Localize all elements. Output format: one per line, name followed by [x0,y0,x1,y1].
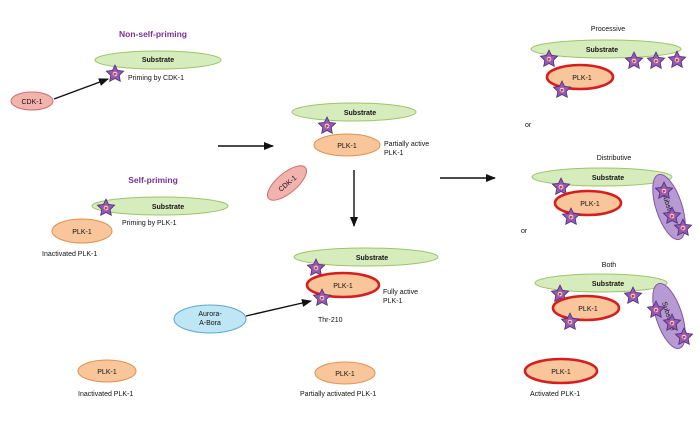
self-priming-title: Self-priming [128,175,178,185]
svg-text:PLK-1: PLK-1 [578,306,598,313]
svg-text:PLK-1: PLK-1 [580,201,600,208]
svg-text:PLK-1: PLK-1 [551,369,571,376]
both-title: Both [602,262,617,269]
cdk1-ellipse: CDK-1 [10,91,54,111]
svg-text:CDK-1: CDK-1 [21,99,42,106]
or-label: or [521,228,528,235]
legend-inactivated-plk1: PLK-1 Inactivated PLK-1 [77,359,137,398]
substrate-ellipse: Substrate [91,196,229,216]
substrate-ellipse: Substrate [293,247,439,267]
plk1-active-ellipse: PLK-1 [305,271,381,299]
svg-text:Activated PLK-1: Activated PLK-1 [530,391,580,398]
distributive-title: Distributive [597,155,632,162]
plk1-active-ellipse: PLK-1 [553,189,623,217]
svg-text:A-Bora: A-Bora [199,320,221,327]
svg-text:PLK-1: PLK-1 [572,75,592,82]
legend-partially-activated-plk1: PLK-1 Partially activated PLK-1 [300,361,376,398]
thr210-label: Thr-210 [318,317,343,324]
cdk1-ellipse: CDK-1 [267,165,307,201]
substrate-ellipse: Substrate [291,102,417,122]
svg-text:PLK-1: PLK-1 [72,229,92,236]
legend-activated-plk1: PLK-1 Activated PLK-1 [523,357,599,398]
svg-text:Substrate: Substrate [586,47,618,54]
plk1-active-ellipse: PLK-1 [545,63,615,91]
svg-text:Substrate: Substrate [142,57,174,64]
svg-text:Substrate: Substrate [344,110,376,117]
inactivated-plk1-label: Inactivated PLK-1 [42,251,97,258]
substrate-ellipse: Substrate [94,50,222,70]
svg-text:PLK-1: PLK-1 [333,283,353,290]
priming-by-cdk1-label: Priming by CDK-1 [128,75,184,82]
plk1-partial-ellipse: PLK-1 [313,133,381,157]
svg-text:PLK-1: PLK-1 [335,371,355,378]
svg-text:PLK-1: PLK-1 [97,369,117,376]
svg-text:PLK-1: PLK-1 [337,143,357,150]
svg-text:Inactivated PLK-1: Inactivated PLK-1 [78,391,133,398]
processive-title: Processive [591,26,625,33]
partially-active-label: Partially active PLK-1 [384,141,431,157]
svg-text:Substrate: Substrate [592,175,624,182]
cdk1-priming-arrow [53,78,109,100]
svg-text:Partially activated PLK-1: Partially activated PLK-1 [300,391,376,398]
svg-text:Substrate: Substrate [356,255,388,262]
aurora-a-bora-ellipse: Aurora- A-Bora [173,304,247,334]
or-label: or [525,122,532,129]
svg-text:Aurora-: Aurora- [198,311,222,318]
non-self-priming-title: Non-self-priming [119,29,187,39]
svg-text:Substrate: Substrate [592,281,624,288]
plk1-inactive-ellipse: PLK-1 [51,218,113,244]
fully-active-label: Fully active PLK-1 [383,289,420,305]
substrate-ellipse: Substrate [530,39,682,59]
substrate-ellipse: Substrate [531,167,673,187]
svg-text:Substrate: Substrate [152,204,184,211]
plk1-active-ellipse: PLK-1 [551,294,621,322]
substrate-ellipse: Substrate [534,273,668,293]
priming-by-plk1-label: Priming by PLK-1 [122,220,177,227]
aurora-arrow [245,299,312,317]
